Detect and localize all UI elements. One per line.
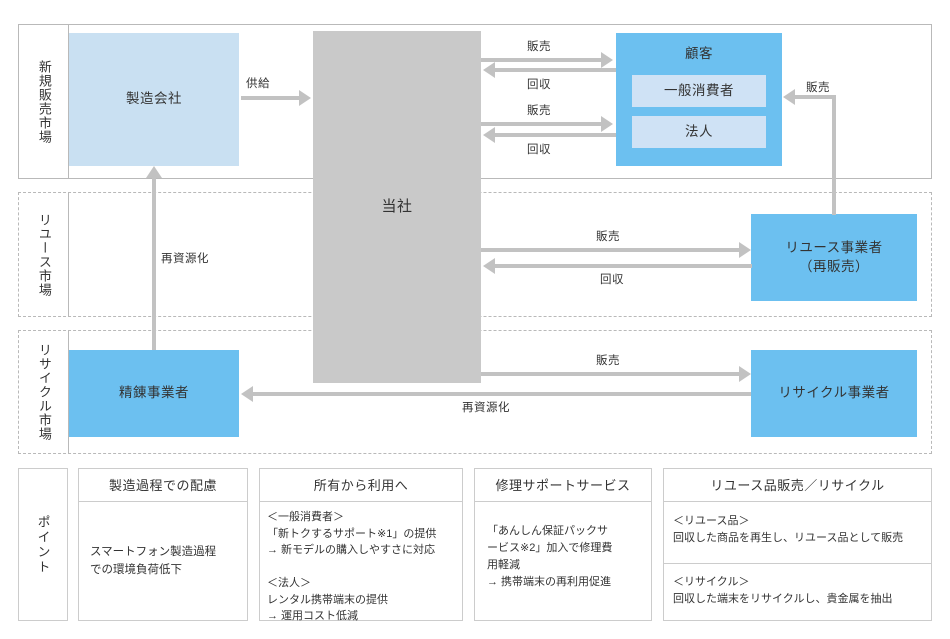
arrow-reuse-to-customer-head: [783, 89, 795, 105]
arrow-label-collect-reuse: 回収: [600, 274, 624, 286]
points-label-box: [18, 468, 68, 621]
arrow-resource-refine-head: [146, 166, 162, 178]
arrow-sale-corporate-head: [601, 116, 613, 132]
point-body-4-bottom: ＜リサイクル＞ 回収した端末をリサイクルし、貴金属を抽出: [673, 576, 893, 606]
market-divider-new-sales: [68, 24, 69, 179]
entity-company: 当社: [313, 31, 481, 383]
arrow-label-sale-consumer: 販売: [527, 41, 551, 53]
point-title-2: 所有から利用へ: [259, 468, 463, 502]
arrow-label-supply: 供給: [246, 78, 270, 90]
arrow-sale-reuse-head: [739, 242, 751, 258]
arrow-sale-consumer-line: [481, 58, 601, 62]
point-body-1: スマートフォン製造過程 での環境負荷低下: [90, 545, 217, 576]
arrow-collect-reuse-head: [483, 258, 495, 274]
point-title-3: 修理サポートサービス: [474, 468, 652, 502]
entity-refiner: 精錬事業者: [69, 350, 239, 437]
point-column-3: [474, 468, 652, 621]
arrow-supply-line: [241, 96, 299, 100]
point-column-4: [663, 468, 932, 621]
market-divider-reuse: [68, 192, 69, 317]
arrow-sale-consumer-head: [601, 52, 613, 68]
arrow-label-resource-refine: 再資源化: [161, 253, 209, 265]
point-column-4-divider: [663, 563, 932, 564]
arrow-resource-recycle-line: [253, 392, 751, 396]
entity-customer-title: 顧客: [685, 46, 713, 61]
point-column-1: [78, 468, 248, 621]
arrow-resource-recycle-head: [241, 386, 253, 402]
arrow-reuse-to-customer-vline: [832, 95, 836, 215]
arrow-sale-reuse-line: [481, 248, 739, 252]
point-column-2: [259, 468, 463, 621]
arrow-label-sale-reuse-to-customer: 販売: [806, 82, 830, 94]
arrow-label-sale-corporate: 販売: [527, 105, 551, 117]
arrow-resource-refine-vline: [152, 178, 156, 350]
arrow-label-resource-recycle: 再資源化: [462, 402, 510, 414]
market-divider-recycle: [68, 330, 69, 454]
arrow-collect-corporate-line: [495, 133, 616, 137]
points-label: ポイント: [35, 514, 51, 575]
arrow-collect-corporate-head: [483, 127, 495, 143]
point-body-3: 「あんしん保証パックサ ービス※2」加入で修理費 用軽減 → 携帯端末の再利用促…: [487, 525, 613, 589]
arrow-collect-reuse-line: [495, 264, 752, 268]
point-title-1: 製造過程での配慮: [78, 468, 248, 502]
entity-reuse-operator-line1: リユース事業者: [785, 240, 883, 256]
arrow-sale-recycle-line: [481, 372, 739, 376]
entity-customer-corporate: 法人: [632, 116, 766, 148]
point-body-2: ＜一般消費者＞ 「新トクするサポート※1」の提供 → 新モデルの購入しやすさに対…: [267, 511, 437, 622]
arrow-reuse-to-customer-hline: [795, 95, 835, 99]
entity-reuse-operator: リユース事業者 （再販売）: [751, 214, 917, 301]
market-label-new-sales: 新規販売市場: [36, 59, 52, 144]
entity-recycler: リサイクル事業者: [751, 350, 917, 437]
entity-reuse-operator-line2: （再販売）: [799, 258, 869, 274]
arrow-label-sale-reuse: 販売: [596, 231, 620, 243]
point-title-4: リユース品販売／リサイクル: [663, 468, 932, 502]
arrow-label-collect-consumer: 回収: [527, 79, 551, 91]
arrow-sale-recycle-head: [739, 366, 751, 382]
entity-manufacturer: 製造会社: [69, 33, 239, 166]
arrow-label-collect-corporate: 回収: [527, 144, 551, 156]
arrow-collect-consumer-head: [483, 62, 495, 78]
arrow-sale-corporate-line: [481, 122, 601, 126]
arrow-label-sale-recycle: 販売: [596, 355, 620, 367]
arrow-collect-consumer-line: [495, 68, 616, 72]
market-label-reuse: リユース市場: [36, 212, 52, 297]
entity-customer-consumer: 一般消費者: [632, 75, 766, 107]
point-body-4-top: ＜リユース品＞ 回収した商品を再生し、リユース品として販売: [673, 515, 904, 545]
market-label-recycle: リサイクル市場: [36, 343, 52, 441]
arrow-supply-head: [299, 90, 311, 106]
